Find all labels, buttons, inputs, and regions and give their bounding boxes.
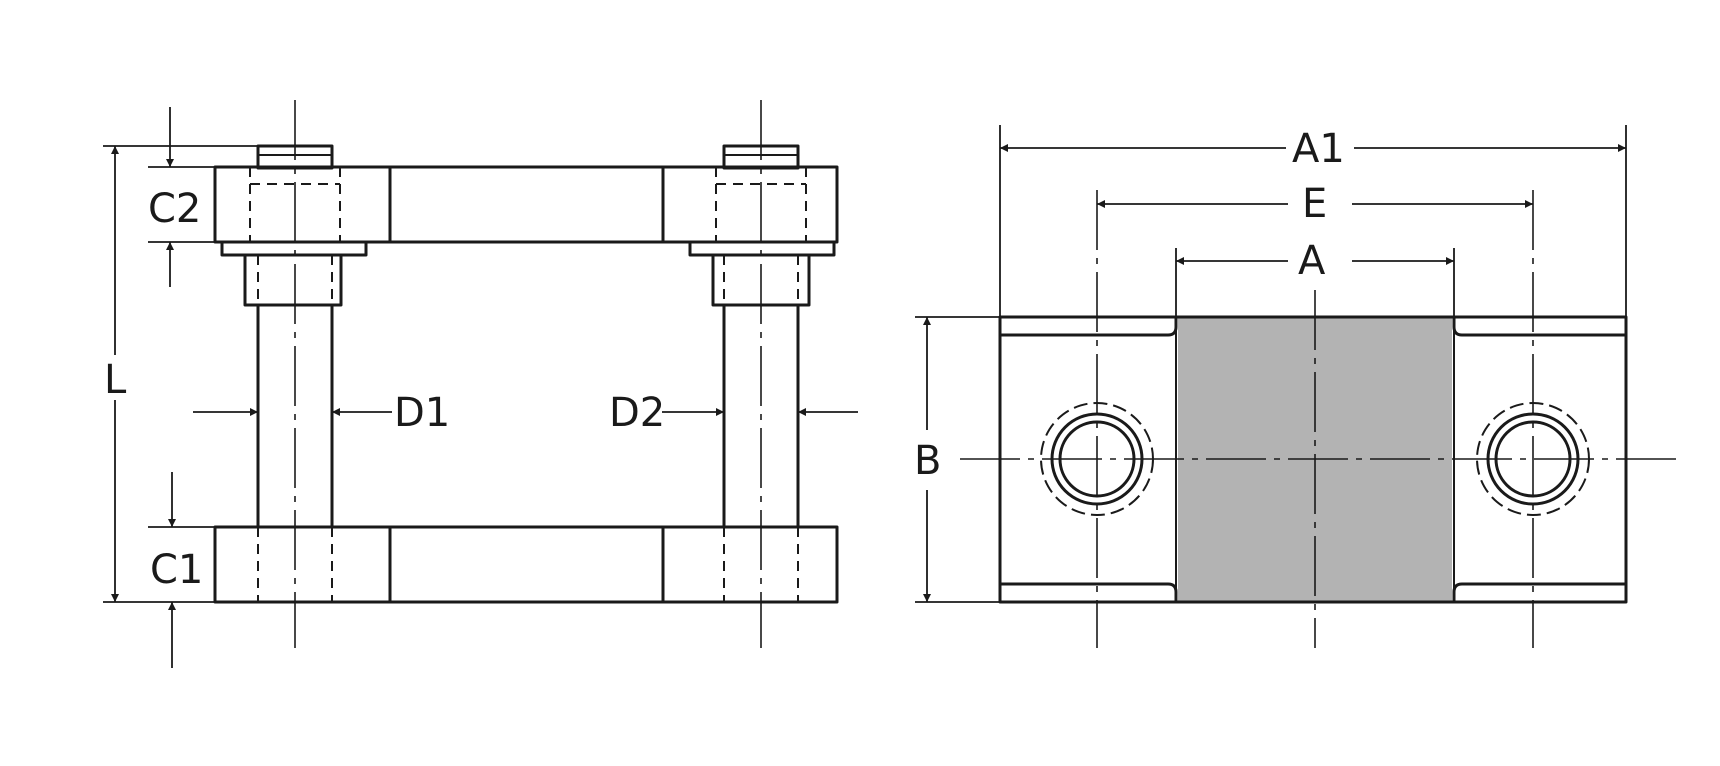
label-a1: A1 xyxy=(1292,126,1345,172)
dimension-c2 xyxy=(148,107,215,287)
side-view: L C2 C1 D1 D2 xyxy=(103,100,858,668)
label-c2: C2 xyxy=(148,186,201,232)
left-stud xyxy=(220,100,368,648)
bottom-bar xyxy=(213,525,839,604)
label-d2: D2 xyxy=(609,390,665,436)
label-b: B xyxy=(914,438,941,484)
label-a: A xyxy=(1298,238,1326,284)
label-e: E xyxy=(1302,181,1327,227)
label-d1: D1 xyxy=(394,390,450,436)
right-stud xyxy=(688,100,836,648)
label-c1: C1 xyxy=(150,547,203,593)
dimension-l xyxy=(103,145,258,603)
dimension-b xyxy=(915,316,1000,603)
top-bar xyxy=(213,165,839,244)
top-view: A1 E A B xyxy=(914,125,1678,648)
dimension-c1 xyxy=(148,472,215,668)
label-l: L xyxy=(104,357,127,403)
